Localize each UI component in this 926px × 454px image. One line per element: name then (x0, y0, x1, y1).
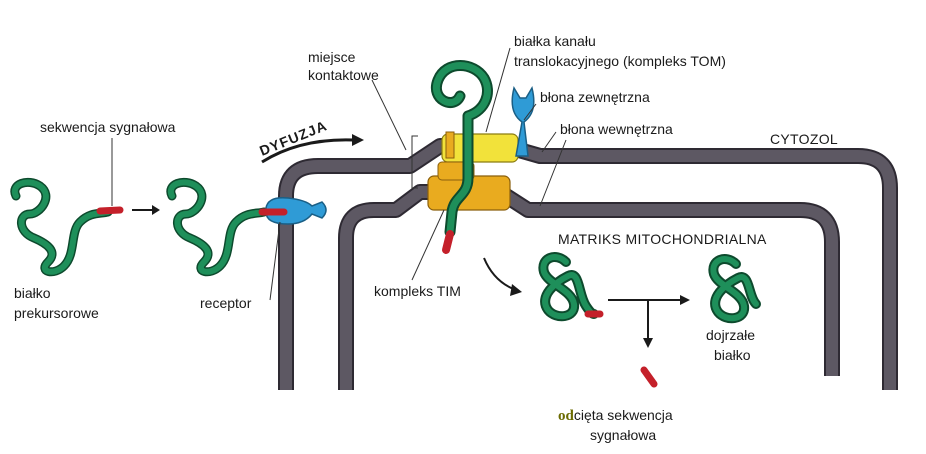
leader-lines (111, 47, 567, 301)
folded-protein-with-signal (538, 252, 604, 322)
mitochondrion-membranes (278, 138, 898, 390)
mature-protein (708, 254, 761, 324)
arrow-to-processing (483, 257, 522, 296)
tom-complex (441, 131, 519, 163)
label-mature-1: dojrzałe (706, 327, 755, 343)
label-cleaved-prefix: od (558, 408, 575, 424)
outer-membrane (278, 138, 898, 390)
label-inner-membrane: błona wewnętrzna (560, 121, 673, 137)
label-tom-1: białka kanału (514, 33, 596, 49)
label-cleaved-2: sygnałowa (590, 427, 656, 443)
bound-precursor-protein (166, 177, 269, 277)
signal-sequence-marker (96, 206, 124, 215)
contact-site-bracket (411, 135, 418, 189)
label-matrix: MATRIKS MITOCHONDRIALNA (558, 231, 767, 247)
label-contact-site-2: kontaktowe (308, 67, 379, 83)
tom-receptor (511, 86, 535, 157)
label-precursor-2: prekursorowe (14, 305, 99, 321)
label-cleaved-signal: odcięta sekwencja (558, 407, 673, 424)
arrow-to-receptor (132, 205, 160, 215)
label-signal-sequence: sekwencja sygnałowa (40, 119, 176, 135)
receptor-protein (265, 196, 327, 225)
label-receptor: receptor (200, 295, 252, 311)
diffusion-arrow (261, 134, 364, 164)
translocating-protein (430, 60, 493, 254)
label-mature-2: białko (714, 347, 751, 363)
label-diffusion: DYFUZJA (257, 117, 329, 159)
precursor-protein (10, 177, 124, 277)
label-cytosol: CYTOZOL (770, 131, 838, 147)
label-outer-membrane: błona zewnętrzna (540, 89, 650, 105)
label-cleaved-rest: cięta sekwencja (574, 407, 673, 423)
cleavage-arrows (608, 295, 690, 348)
label-tom-2: translokacyjnego (kompleks TOM) (514, 53, 726, 69)
label-contact-site-1: miejsce (308, 49, 356, 65)
label-tim-complex: kompleks TIM (374, 283, 461, 299)
cleaved-signal-peptide (640, 366, 658, 388)
label-precursor-1: białko (14, 285, 51, 301)
